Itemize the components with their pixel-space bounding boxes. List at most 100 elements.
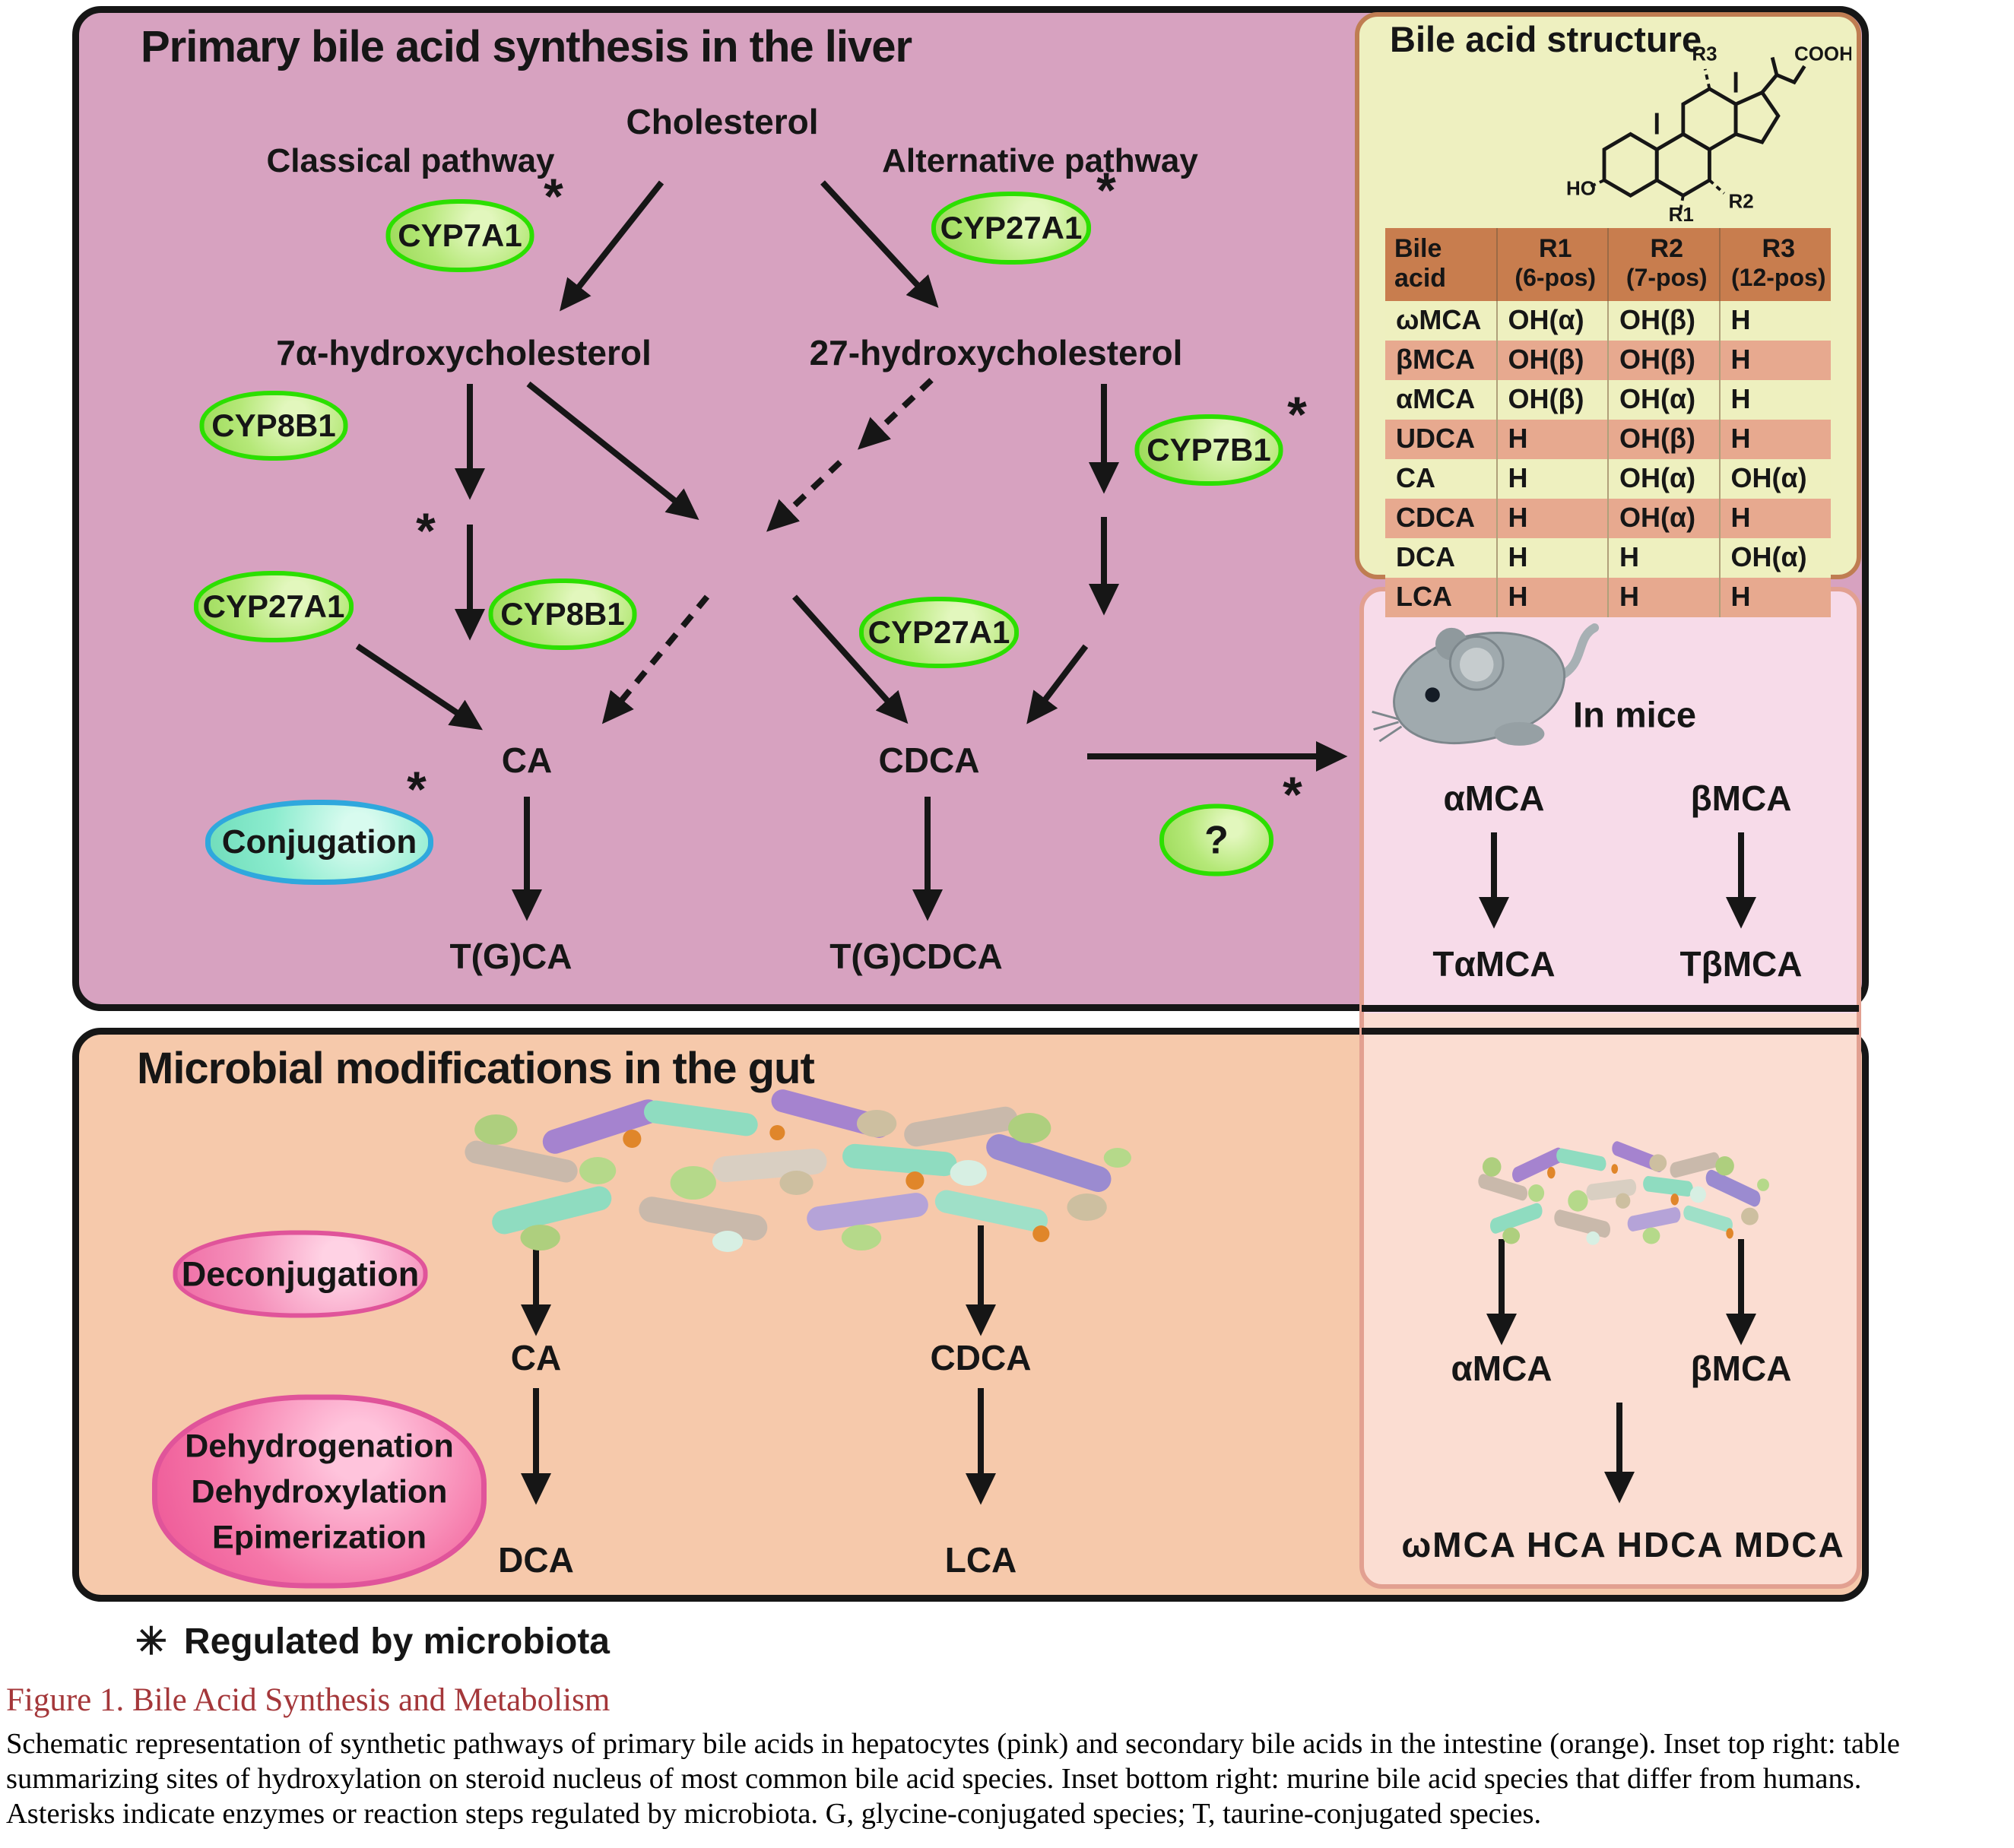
node-amca-mice: αMCA xyxy=(1443,778,1545,818)
table-header: R1(6-pos) xyxy=(1495,228,1608,301)
classical-pathway-label: Classical pathway xyxy=(266,142,555,179)
node-tamca: TαMCA xyxy=(1432,944,1556,984)
table-cell: αMCA xyxy=(1385,380,1497,420)
table-cell: OH(α) xyxy=(1607,499,1720,538)
modifications-oval: Dehydrogenation Dehydroxylation Epimeriz… xyxy=(152,1394,487,1589)
gut-bacteria-image xyxy=(449,1086,1137,1264)
node-bmca-gut: βMCA xyxy=(1690,1349,1792,1388)
asterisk-cyp27a1-alt: * xyxy=(1096,162,1116,218)
enzyme-cyp27a1-alternative: CYP27A1 xyxy=(931,192,1091,265)
legend-text: Regulated by microbiota xyxy=(183,1621,610,1662)
node-products: ωMCA HCA HDCA MDCA xyxy=(1401,1525,1845,1564)
structure-inset-title: Bile acid structure xyxy=(1390,19,1702,59)
enzyme-unknown: ? xyxy=(1159,804,1273,876)
enzyme-cyp7a1: CYP7A1 xyxy=(385,199,534,272)
node-27-hydroxycholesterol: 27-hydroxycholesterol xyxy=(809,333,1183,372)
deconjugation-oval: Deconjugation xyxy=(173,1230,428,1318)
enzyme-cyp8b1-classical: CYP8B1 xyxy=(199,391,348,461)
table-cell: H xyxy=(1718,499,1831,538)
node-bmca-mice: βMCA xyxy=(1690,778,1792,818)
mice-inset-title: In mice xyxy=(1573,694,1696,735)
enzyme-cyp7b1: CYP7B1 xyxy=(1134,414,1283,486)
table-cell: OH(α) xyxy=(1718,538,1831,578)
table-cell: OH(β) xyxy=(1495,341,1608,380)
table-cell: OH(β) xyxy=(1607,420,1720,459)
table-cell: H xyxy=(1495,420,1608,459)
gut-panel-title: Microbial modifications in the gut xyxy=(137,1044,815,1093)
table-cell: OH(α) xyxy=(1607,459,1720,499)
table-cell: OH(α) xyxy=(1718,459,1831,499)
modification-dehydrogenation: Dehydrogenation xyxy=(185,1428,454,1464)
table-cell: βMCA xyxy=(1385,341,1497,380)
table-cell: H xyxy=(1718,380,1831,420)
enzyme-cyp8b1-center: CYP8B1 xyxy=(488,578,637,650)
table-cell: H xyxy=(1718,341,1831,380)
node-amca-gut: αMCA xyxy=(1451,1349,1553,1388)
node-dca: DCA xyxy=(498,1540,574,1580)
legend-asterisk-icon: ✳ xyxy=(135,1620,167,1663)
table-cell: H xyxy=(1495,459,1608,499)
legend: ✳ Regulated by microbiota xyxy=(135,1619,610,1663)
node-tgca: T(G)CA xyxy=(449,937,572,976)
table-header: R3(12-pos) xyxy=(1718,228,1831,301)
asterisk-unknown: * xyxy=(1283,766,1302,823)
table-cell: LCA xyxy=(1385,578,1497,617)
node-cdca-gut: CDCA xyxy=(930,1338,1032,1377)
table-cell: CDCA xyxy=(1385,499,1497,538)
table-cell: CA xyxy=(1385,459,1497,499)
modification-dehydroxylation: Dehydroxylation xyxy=(191,1473,448,1510)
table-cell: UDCA xyxy=(1385,420,1497,459)
node-ca-gut: CA xyxy=(510,1338,562,1377)
mice-inset-panel xyxy=(1359,587,1861,1589)
table-cell: OH(α) xyxy=(1495,301,1608,341)
panel-border-seam xyxy=(1362,1005,1859,1012)
panel-border-seam xyxy=(1362,1028,1859,1035)
table-header: Bile acid xyxy=(1385,228,1497,301)
table-cell: ωMCA xyxy=(1385,301,1497,341)
table-cell: H xyxy=(1495,538,1608,578)
table-cell: OH(β) xyxy=(1607,301,1720,341)
cooh-label: COOH xyxy=(1794,42,1851,65)
asterisk-cyp27a1-classical: * xyxy=(416,502,436,559)
node-cdca: CDCA xyxy=(878,740,980,780)
table-cell: H xyxy=(1607,578,1720,617)
node-7a-hydroxycholesterol: 7α-hydroxycholesterol xyxy=(276,333,652,372)
enzyme-cyp27a1-center: CYP27A1 xyxy=(859,597,1019,668)
table-cell: H xyxy=(1495,499,1608,538)
modification-epimerization: Epimerization xyxy=(212,1519,427,1555)
liver-panel-title: Primary bile acid synthesis in the liver xyxy=(141,22,912,71)
table-header: R2(7-pos) xyxy=(1607,228,1720,301)
table-cell: OH(β) xyxy=(1495,380,1608,420)
table-cell: H xyxy=(1607,538,1720,578)
table-cell: H xyxy=(1718,420,1831,459)
steroid-structure-drawing: HO R1 R2 R3 COOH xyxy=(1566,42,1851,226)
node-tgcdca: T(G)CDCA xyxy=(829,937,1003,976)
figure-caption: Figure 1. Bile Acid Synthesis and Metabo… xyxy=(6,1682,2009,1831)
r3-label: R3 xyxy=(1692,42,1717,65)
table-cell: H xyxy=(1495,578,1608,617)
caption-line: Schematic representation of synthetic pa… xyxy=(6,1728,1901,1760)
caption-line: summarizing sites of hydroxylation on st… xyxy=(6,1763,1862,1795)
table-cell: H xyxy=(1718,578,1831,617)
node-lca: LCA xyxy=(944,1540,1017,1580)
table-cell: OH(β) xyxy=(1607,341,1720,380)
node-tbmca: TβMCA xyxy=(1679,944,1803,984)
asterisk-cyp7b1: * xyxy=(1287,386,1307,442)
node-cholesterol: Cholesterol xyxy=(626,102,819,141)
inset-bacteria-image xyxy=(1471,1139,1771,1253)
table-cell: OH(α) xyxy=(1607,380,1720,420)
r2-label: R2 xyxy=(1728,190,1753,213)
caption-title: Figure 1. Bile Acid Synthesis and Metabo… xyxy=(6,1682,611,1718)
conjugation-oval: Conjugation xyxy=(205,800,433,885)
mouse-image xyxy=(1365,594,1600,773)
